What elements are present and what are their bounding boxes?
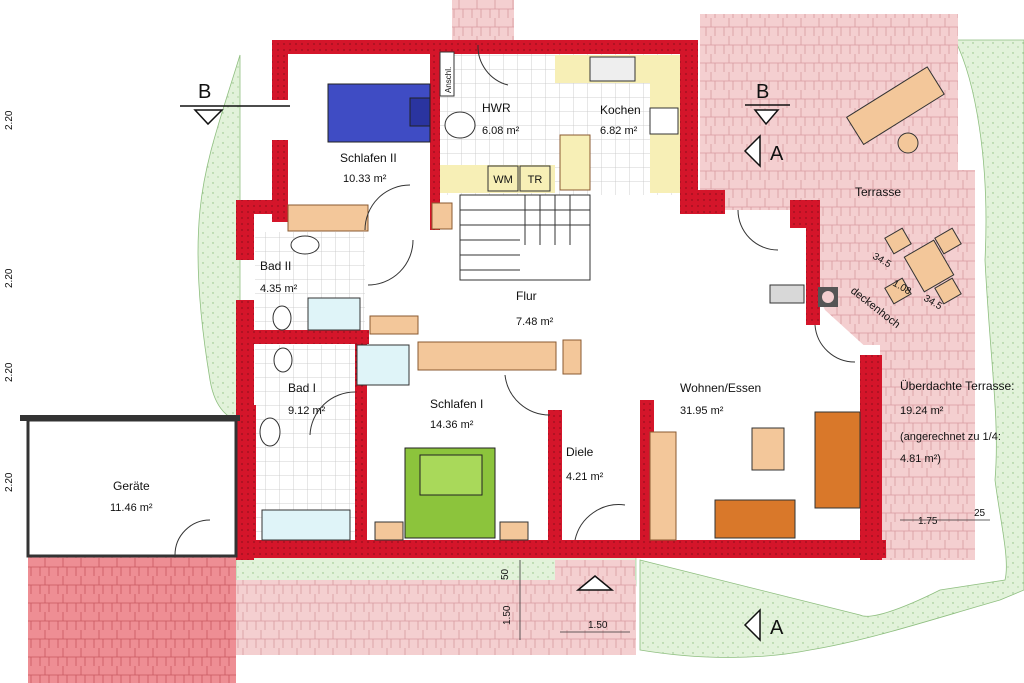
room-name-hwr: HWR: [482, 101, 511, 115]
covered-terrace-note: Überdachte Terrasse: 19.24 m² (angerechn…: [900, 379, 1015, 465]
wm-label: WM: [493, 174, 513, 186]
covered-terrace-line1: Überdachte Terrasse:: [900, 379, 1015, 393]
section-b-left: B: [198, 81, 211, 103]
left-dim-c: 2.20: [4, 362, 15, 382]
room-area-schlafen-i: 14.36 m²: [430, 419, 474, 431]
dim-150v: 1.50: [502, 605, 513, 625]
room-area-bad-i: 9.12 m²: [288, 405, 326, 417]
room-name-schlafen-ii: Schlafen II: [340, 151, 397, 165]
dim-175: 1.75: [918, 516, 938, 527]
left-margin-dimensions: 2.20 2.20 2.20 2.20: [4, 110, 15, 492]
covered-terrace-line3: (angerechnet zu 1/4:: [900, 431, 1001, 443]
room-area-hwr: 6.08 m²: [482, 125, 520, 137]
anschl-label: Anschl.: [444, 67, 453, 93]
geraete-outline: [26, 418, 238, 558]
room-name-flur: Flur: [516, 289, 537, 303]
room-name-geraete: Geräte: [113, 479, 150, 493]
doors: [174, 44, 856, 556]
room-area-diele: 4.21 m²: [566, 471, 604, 483]
room-area-geraete: 11.46 m²: [110, 502, 153, 514]
fixture-labels: WM TR Anschl.: [439, 51, 551, 192]
section-a-top: A: [770, 143, 784, 165]
covered-terrace-line2: 19.24 m²: [900, 405, 944, 417]
beams: [287, 134, 677, 541]
section-a-bottom: A: [770, 617, 784, 639]
left-dim-a: 2.20: [4, 110, 15, 130]
room-area-schlafen-ii: 10.33 m²: [343, 173, 387, 185]
room-name-bad-i: Bad I: [288, 381, 316, 395]
covered-terrace-line4: 4.81 m²): [900, 453, 941, 465]
stairs: [459, 194, 591, 281]
room-area-flur: 7.48 m²: [516, 316, 554, 328]
left-dim-b: 2.20: [4, 268, 15, 288]
dim-25: 25: [974, 508, 986, 519]
tr-label: TR: [528, 174, 543, 186]
room-area-bad-ii: 4.35 m²: [260, 283, 298, 295]
room-name-diele: Diele: [566, 445, 594, 459]
dim-150h: 1.50: [588, 620, 608, 631]
room-name-bad-ii: Bad II: [260, 259, 291, 273]
furniture: [259, 56, 962, 541]
room-labels: Schlafen II 10.33 m² HWR 6.08 m² Kochen …: [110, 101, 901, 514]
left-dim-d: 2.20: [4, 472, 15, 492]
room-name-wohnen-essen: Wohnen/Essen: [680, 381, 761, 395]
dim-50: 50: [500, 568, 511, 580]
room-name-schlafen-i: Schlafen I: [430, 397, 483, 411]
section-b-right: B: [756, 81, 769, 103]
section-markers: B B A A: [180, 81, 790, 642]
room-area-wohnen-essen: 31.95 m²: [680, 405, 724, 417]
room-name-terrasse: Terrasse: [855, 185, 901, 199]
room-name-kochen: Kochen: [600, 103, 641, 117]
room-area-kochen: 6.82 m²: [600, 125, 638, 137]
